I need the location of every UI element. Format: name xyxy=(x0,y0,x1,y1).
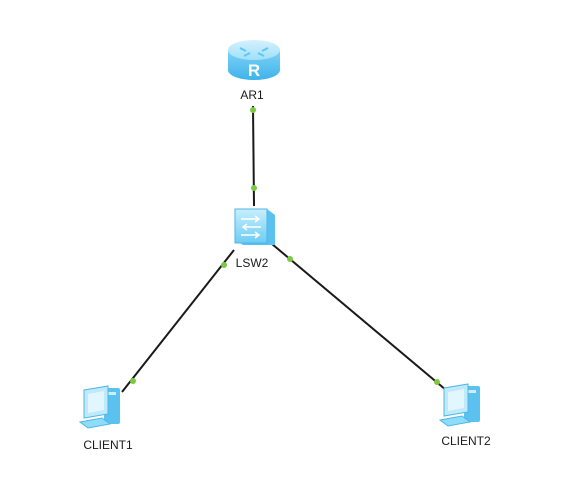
port-switch-to-client2 xyxy=(287,256,293,262)
port-switch-to-client1 xyxy=(221,262,227,268)
router-icon[interactable]: R xyxy=(228,40,280,80)
pc-icon[interactable] xyxy=(438,383,480,427)
port-router-down xyxy=(250,107,256,113)
port-switch-up xyxy=(251,185,257,191)
port-client1-up xyxy=(130,378,136,384)
device-label-switch: LSW2 xyxy=(235,256,269,270)
device-label-client1: CLIENT1 xyxy=(83,438,133,452)
link-switch-client1[interactable] xyxy=(121,249,235,393)
switch-icon[interactable] xyxy=(234,208,275,245)
link-switch-client2[interactable] xyxy=(271,243,447,391)
link-router-switch[interactable] xyxy=(252,105,255,207)
svg-text:R: R xyxy=(248,61,260,80)
device-label-client2: CLIENT2 xyxy=(441,434,491,448)
pc-icon[interactable] xyxy=(78,385,120,429)
port-client2-up xyxy=(434,379,440,385)
device-label-router: AR1 xyxy=(240,88,264,102)
